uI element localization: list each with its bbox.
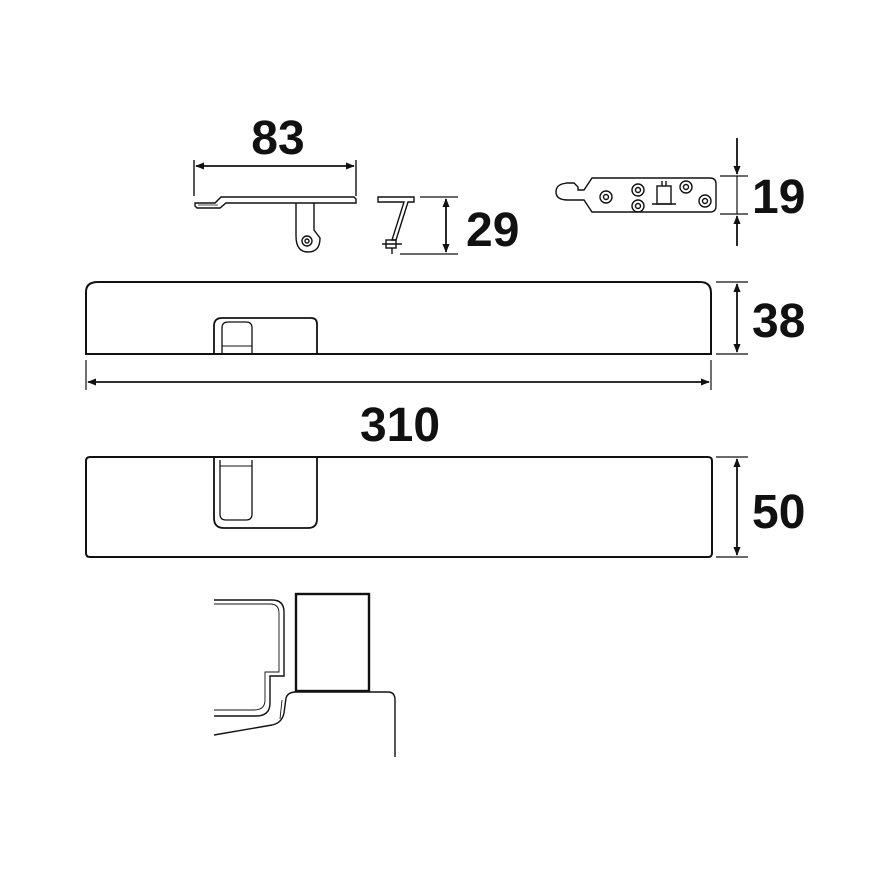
arm-link <box>295 203 321 253</box>
arm-side-piece <box>377 196 415 254</box>
housing-height-label: 38 <box>752 295 805 348</box>
housing-length-dimension <box>85 360 712 390</box>
housing-front-view <box>85 281 712 355</box>
housing-depth-label: 50 <box>752 486 805 539</box>
housing-length-label: 310 <box>360 399 440 452</box>
housing-section <box>294 592 371 693</box>
housing-top-outline <box>85 456 713 558</box>
arm-part <box>193 160 357 253</box>
sash-profile <box>213 691 396 757</box>
bracket-part <box>555 177 717 213</box>
arm-link-hole <box>301 235 313 247</box>
installation-section <box>213 592 396 757</box>
housing-height-dimension <box>716 281 748 355</box>
arm-height-label: 29 <box>466 204 519 257</box>
housing-top-view <box>85 456 713 558</box>
housing-front-window <box>213 317 318 354</box>
arm-length-label: 83 <box>251 112 304 165</box>
bracket-height-dimension <box>720 138 748 246</box>
arm-body <box>194 196 357 209</box>
housing-top-window <box>213 457 318 529</box>
housing-front-outline <box>85 281 712 355</box>
window-frame-profile <box>214 599 285 717</box>
bracket-body <box>555 177 717 213</box>
bracket-clip <box>656 185 672 205</box>
arm-height-dimension <box>400 196 458 255</box>
bracket-height-label: 19 <box>752 171 805 224</box>
housing-depth-dimension <box>716 456 748 558</box>
